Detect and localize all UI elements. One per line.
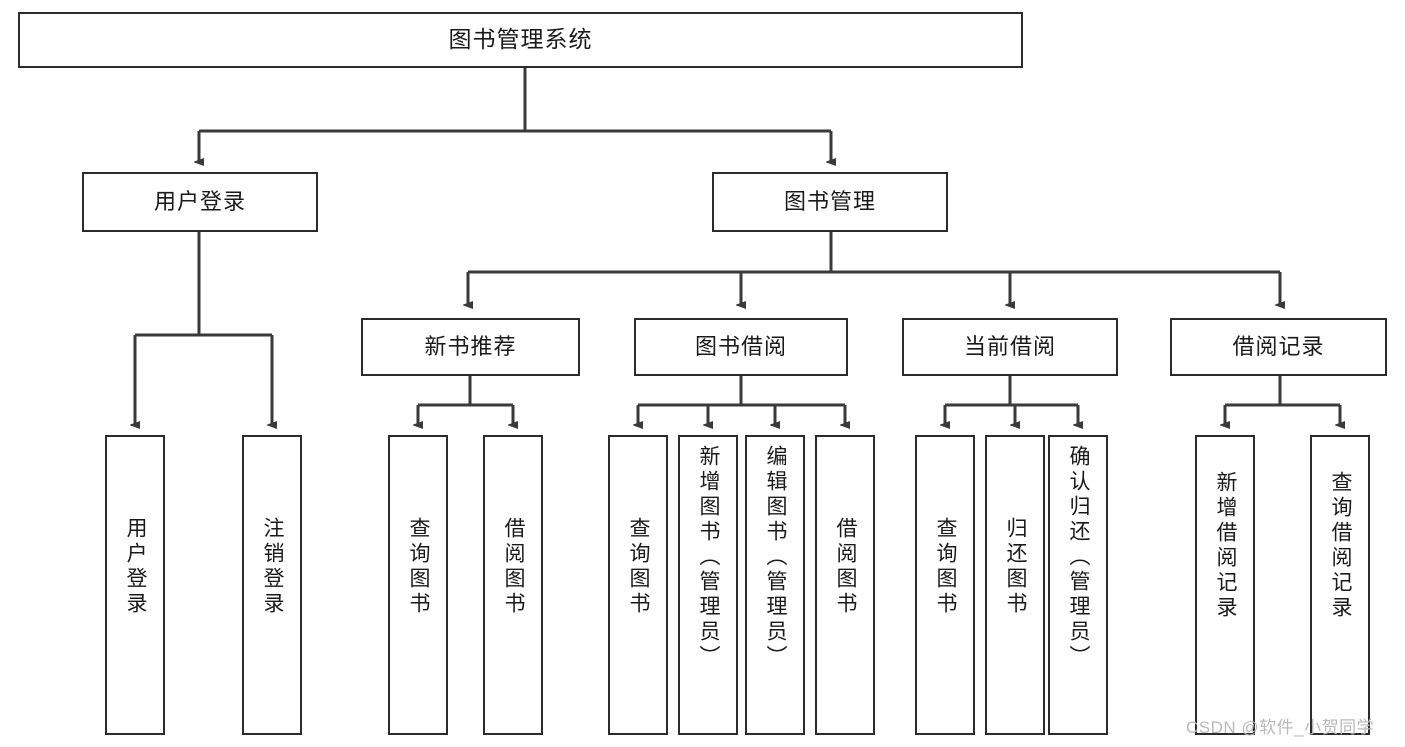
node-book-borrow[interactable]: 图书借阅 xyxy=(634,318,848,376)
leaf-query-book-current[interactable]: 查询图书 xyxy=(915,435,975,735)
node-new-book-recommend-label: 新书推荐 xyxy=(424,333,517,359)
leaf-borrow-book-label: 借阅图书 xyxy=(834,517,858,617)
leaf-query-book-recommend[interactable]: 查询图书 xyxy=(388,435,448,735)
node-new-book-recommend[interactable]: 新书推荐 xyxy=(361,318,580,376)
node-user-login-label: 用户登录 xyxy=(153,188,246,214)
leaf-edit-book-admin[interactable]: 编辑图书（管理员） xyxy=(745,435,805,735)
node-book-borrow-label: 图书借阅 xyxy=(694,333,787,359)
leaf-query-book-borrow-label: 查询图书 xyxy=(627,517,651,617)
leaf-add-borrow-record-label: 新增借阅记录 xyxy=(1214,471,1238,621)
leaf-edit-book-admin-label: 编辑图书（管理员） xyxy=(764,445,788,670)
leaf-query-borrow-record[interactable]: 查询借阅记录 xyxy=(1310,435,1370,735)
node-root[interactable]: 图书管理系统 xyxy=(18,12,1023,68)
leaf-query-book-borrow[interactable]: 查询图书 xyxy=(608,435,668,735)
leaf-return-book[interactable]: 归还图书 xyxy=(985,435,1045,735)
leaf-query-book-current-label: 查询图书 xyxy=(934,517,958,617)
leaf-user-login-label: 用户登录 xyxy=(124,517,148,617)
leaf-borrow-book-recommend-label: 借阅图书 xyxy=(502,517,526,617)
leaf-return-book-label: 归还图书 xyxy=(1004,517,1028,617)
node-user-login[interactable]: 用户登录 xyxy=(82,172,318,232)
leaf-confirm-return-admin[interactable]: 确认归还（管理员） xyxy=(1048,435,1108,735)
node-borrow-records-label: 借阅记录 xyxy=(1232,333,1325,359)
leaf-user-login[interactable]: 用户登录 xyxy=(105,435,165,735)
leaf-borrow-book[interactable]: 借阅图书 xyxy=(815,435,875,735)
leaf-logout[interactable]: 注销登录 xyxy=(242,435,302,735)
node-book-management-label: 图书管理 xyxy=(783,188,876,214)
leaf-borrow-book-recommend[interactable]: 借阅图书 xyxy=(483,435,543,735)
leaf-query-borrow-record-label: 查询借阅记录 xyxy=(1329,471,1353,621)
leaf-add-book-admin[interactable]: 新增图书（管理员） xyxy=(678,435,738,735)
leaf-confirm-return-admin-label: 确认归还（管理员） xyxy=(1067,445,1091,670)
node-current-borrow[interactable]: 当前借阅 xyxy=(902,318,1118,376)
leaf-add-borrow-record[interactable]: 新增借阅记录 xyxy=(1195,435,1255,735)
leaf-logout-label: 注销登录 xyxy=(261,517,285,617)
node-current-borrow-label: 当前借阅 xyxy=(963,333,1056,359)
leaf-query-book-recommend-label: 查询图书 xyxy=(407,517,431,617)
node-root-label: 图书管理系统 xyxy=(448,26,593,53)
watermark: CSDN @软件_小贺同学 xyxy=(1186,718,1375,737)
node-book-management[interactable]: 图书管理 xyxy=(712,172,948,232)
node-borrow-records[interactable]: 借阅记录 xyxy=(1170,318,1387,376)
leaf-add-book-admin-label: 新增图书（管理员） xyxy=(697,445,721,670)
